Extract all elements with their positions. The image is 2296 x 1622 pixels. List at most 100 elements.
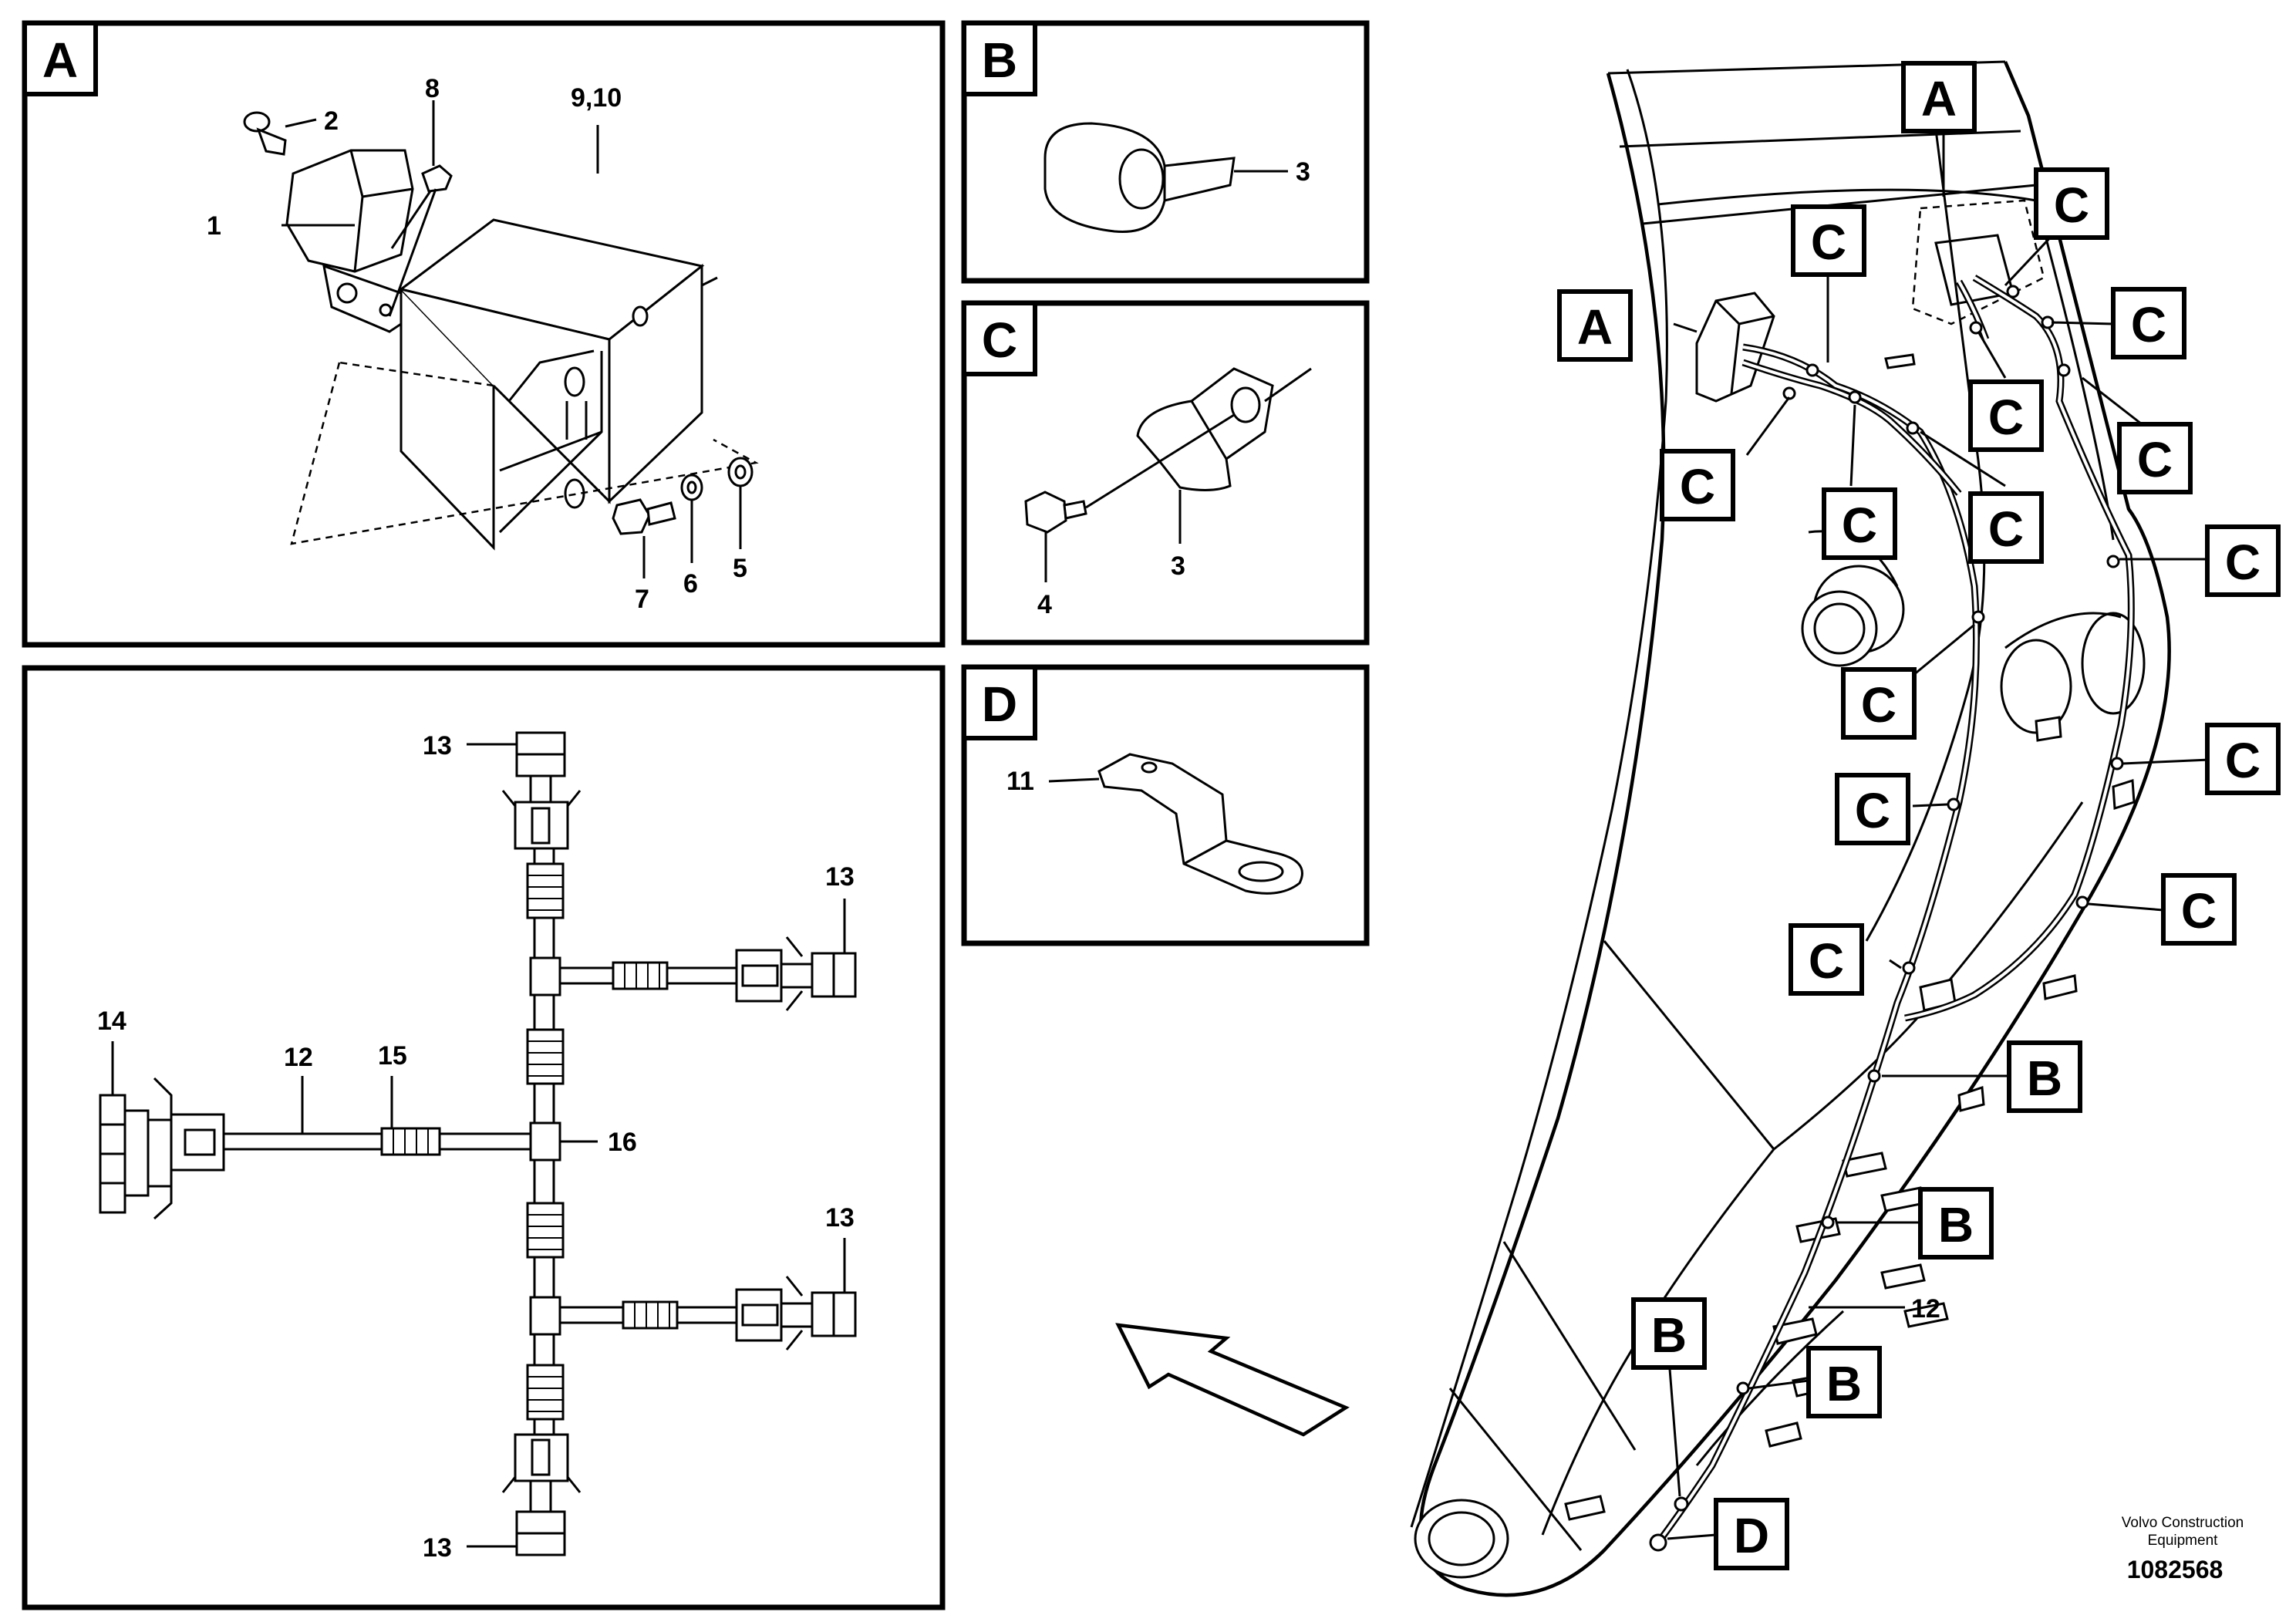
panel-d: D 11: [961, 664, 1370, 946]
label-11: 11: [1006, 767, 1034, 796]
label-15: 15: [378, 1041, 407, 1071]
label-5: 5: [733, 554, 747, 583]
harness-panel: 13 13 13 13 14 12 15 16: [22, 665, 946, 1610]
bracket-icon: [1097, 753, 1303, 895]
svg-text:C: C: [1988, 501, 2024, 557]
svg-text:A: A: [1577, 299, 1613, 355]
connector-left-main: [99, 1077, 225, 1220]
svg-text:C: C: [1811, 214, 1846, 270]
svg-text:C: C: [2225, 733, 2261, 788]
svg-text:C: C: [2137, 432, 2173, 487]
boom-outline: [1418, 61, 2171, 1597]
callout-c-14: C: [1789, 923, 1864, 996]
svg-text:C: C: [1809, 933, 1844, 989]
direction-arrow-icon: [1115, 1323, 1350, 1437]
svg-text:C: C: [2131, 297, 2166, 352]
svg-text:B: B: [2027, 1050, 2062, 1106]
label-13-top: 13: [423, 731, 452, 760]
label-1: 1: [207, 211, 221, 241]
connector-right-upper: [735, 936, 857, 1011]
svg-text:C: C: [1842, 497, 1877, 553]
callout-a-top: A: [1901, 61, 1977, 133]
panel-a: A: [22, 20, 946, 648]
callout-b-3: B: [1806, 1346, 1882, 1418]
panel-a-tag: A: [42, 32, 78, 88]
callout-c-3: C: [2111, 287, 2186, 359]
panel-c: C 4 3: [961, 300, 1370, 646]
svg-text:B: B: [1826, 1356, 1862, 1411]
label-3-b: 3: [1296, 157, 1310, 187]
valve-block-outline: [1911, 199, 2045, 325]
svg-text:C: C: [1861, 677, 1896, 733]
sleeve-icons-horizontal: [380, 961, 679, 1330]
t-joint-lower: [529, 1296, 561, 1336]
callout-leaders: [1667, 131, 2210, 1540]
label-12-boom: 12: [1911, 1294, 1940, 1324]
callout-c-10: C: [1841, 667, 1917, 740]
callout-c-11: C: [2205, 723, 2281, 795]
svg-text:B: B: [1651, 1307, 1687, 1363]
svg-text:C: C: [2225, 534, 2261, 590]
svg-text:C: C: [2054, 177, 2089, 233]
callout-b-1: B: [2007, 1040, 2082, 1113]
drawing-footer: Volvo Construction Equipment 1082568: [2122, 1515, 2244, 1583]
svg-text:D: D: [1734, 1508, 1769, 1563]
connector-right-lower: [735, 1276, 857, 1351]
callout-b-2: B: [1918, 1187, 1994, 1259]
callout-c-6: C: [1660, 449, 1735, 521]
svg-text:A: A: [1921, 71, 1957, 126]
label-7: 7: [635, 585, 649, 614]
label-6: 6: [683, 569, 698, 599]
panel-a-tag-box: [22, 21, 98, 96]
callout-c-12: C: [1835, 773, 1910, 845]
assembly-dash-lines: [290, 362, 759, 545]
harness-panel-frame: [22, 665, 946, 1610]
bolt-icon: [388, 164, 453, 317]
label-8: 8: [425, 74, 440, 103]
t-joint-upper: [529, 956, 561, 996]
label-13-right-upper: 13: [825, 862, 855, 892]
panel-c-tag-box: [962, 301, 1037, 376]
callout-c-2: C: [2034, 167, 2109, 240]
panel-a-frame: [22, 20, 946, 648]
boom-pin-side: [2081, 612, 2146, 715]
boom-work-light: [1695, 292, 1775, 403]
callout-c-4: C: [1968, 379, 2044, 452]
callout-c-1: C: [1791, 204, 1866, 277]
panel-d-tag-box: [962, 665, 1037, 740]
label-14: 14: [97, 1007, 126, 1036]
mounting-box: [398, 218, 718, 551]
panel-b-tag: B: [982, 32, 1017, 88]
panel-b-tag-box: [962, 21, 1037, 96]
panel-b-frame: [961, 20, 1370, 284]
connector-top: [501, 731, 582, 850]
company-line-1: Volvo Construction: [2122, 1515, 2244, 1531]
callout-c-7: C: [1822, 487, 1897, 560]
callout-d: D: [1714, 1498, 1789, 1570]
sleeve-icons-vertical: [526, 862, 565, 1421]
panel-c-tag: C: [982, 312, 1017, 368]
label-12-harness: 12: [284, 1043, 313, 1072]
callout-b-4: B: [1631, 1297, 1707, 1370]
label-13-bottom: 13: [423, 1533, 452, 1563]
t-joint-center: [529, 1121, 561, 1162]
label-2: 2: [324, 106, 339, 136]
callout-c-13: C: [2161, 873, 2237, 946]
panel-d-frame: [961, 664, 1370, 946]
svg-text:B: B: [1938, 1197, 1974, 1253]
company-line-2: Equipment: [2148, 1533, 2219, 1549]
label-3-c: 3: [1171, 551, 1185, 581]
svg-text:C: C: [1680, 459, 1715, 514]
svg-text:C: C: [1988, 389, 2024, 445]
panel-c-frame: [961, 300, 1370, 646]
drawing-id: 1082568: [2127, 1556, 2224, 1583]
callout-c-5: C: [2117, 422, 2193, 494]
label-4: 4: [1037, 590, 1052, 619]
assembly-dash-line-2: [339, 361, 494, 387]
callout-c-9: C: [2205, 524, 2281, 597]
svg-text:C: C: [2181, 883, 2217, 939]
label-9-10: 9,10: [571, 83, 622, 113]
bulb-icon: [243, 111, 287, 156]
panel-b: B 3: [961, 20, 1370, 284]
